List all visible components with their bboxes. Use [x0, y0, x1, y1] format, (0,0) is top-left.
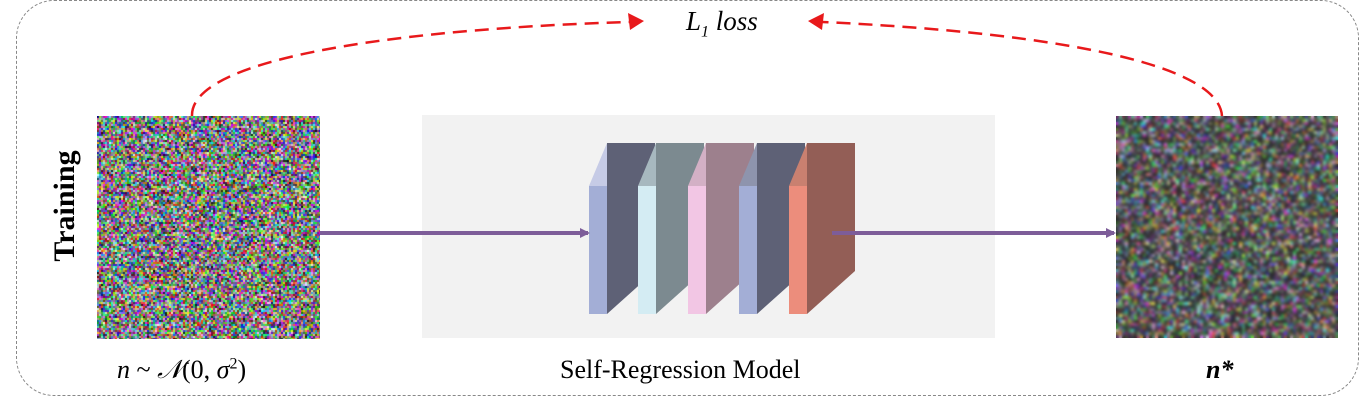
- input-caption: n ~ 𝒩(0, σ2): [117, 355, 246, 386]
- loss-arrow-left: [190, 20, 631, 117]
- input-noise-image: [97, 116, 320, 339]
- model-caption: Self-Regression Model: [560, 355, 801, 384]
- layer-stack: [589, 143, 855, 314]
- output-noise-image: [1116, 116, 1338, 338]
- params-close: ): [237, 355, 247, 384]
- loss-label: L1 loss: [686, 6, 758, 41]
- loss-arrowhead-right: [808, 13, 824, 30]
- training-frame: [16, 0, 1359, 396]
- normal-dist-symbol: 𝒩: [157, 355, 182, 384]
- tilde: ~: [130, 355, 158, 384]
- loss-text: loss: [709, 6, 758, 36]
- noise-var: n: [117, 355, 130, 384]
- loss-symbol: L: [686, 6, 702, 36]
- params-open: (0,: [182, 355, 217, 384]
- layer-5: [789, 143, 855, 314]
- loss-arrowhead-left: [628, 13, 644, 30]
- loss-subscript: 1: [701, 23, 710, 41]
- output-caption: n*: [1206, 355, 1234, 384]
- loss-arrow-right: [821, 20, 1224, 117]
- sigma-symbol: σ: [216, 355, 230, 384]
- sigma-exponent: 2: [229, 355, 238, 373]
